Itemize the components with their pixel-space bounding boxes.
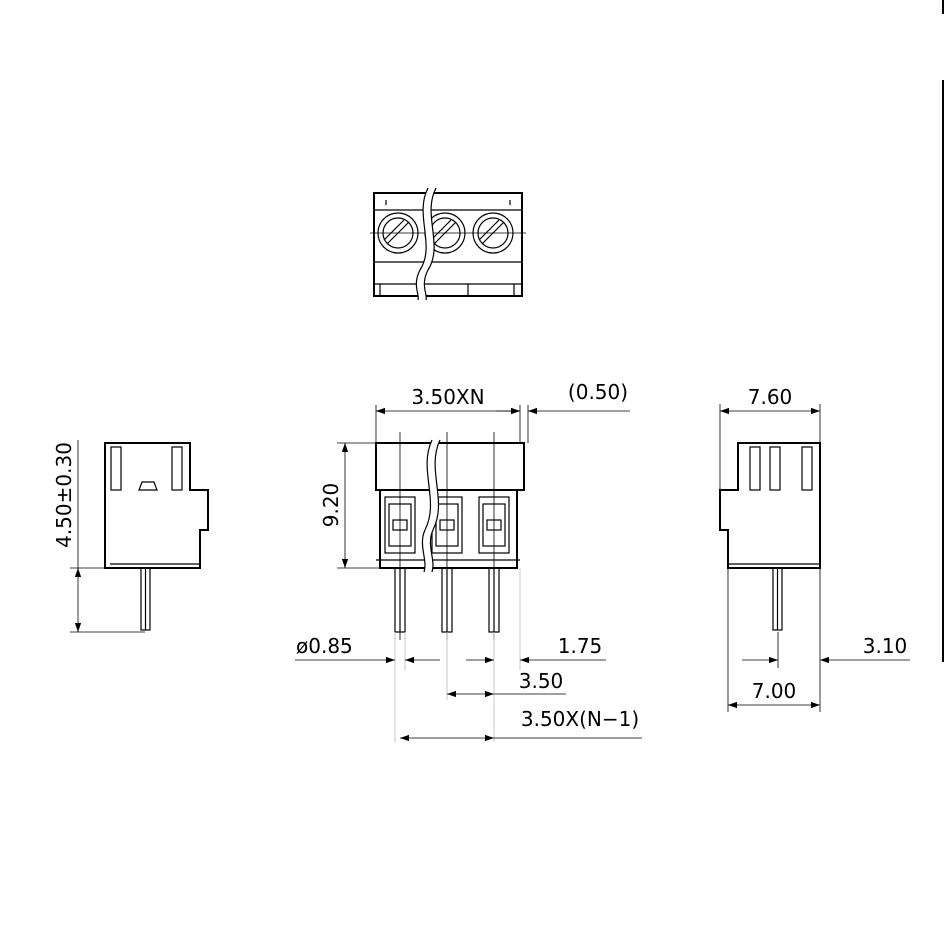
dimensions: 3.50XN (0.50) 7.60 9.20 4.50±0.30 ø0.85 — [52, 380, 910, 742]
dim-pitch-total: 3.50XN — [411, 385, 484, 409]
dim-depth-top: 7.60 — [748, 385, 793, 409]
dim-pitch-span: 3.50X(N−1) — [521, 707, 639, 731]
top-view — [370, 187, 526, 301]
screw-1 — [377, 212, 419, 254]
dim-height-left: 4.50±0.30 — [52, 442, 76, 548]
left-side-view — [104, 442, 209, 631]
dim-offset: (0.50) — [568, 380, 628, 404]
dim-pin-diameter: ø0.85 — [296, 634, 353, 658]
screw-3 — [472, 212, 514, 254]
front-view — [375, 432, 525, 640]
dim-pin-offset: 1.75 — [558, 634, 603, 658]
right-side-view — [719, 442, 821, 631]
dim-depth-bottom: 7.00 — [752, 679, 797, 703]
dim-height-body: 9.20 — [319, 483, 343, 528]
dim-pitch: 3.50 — [519, 669, 564, 693]
dim-pin-position: 3.10 — [863, 634, 908, 658]
